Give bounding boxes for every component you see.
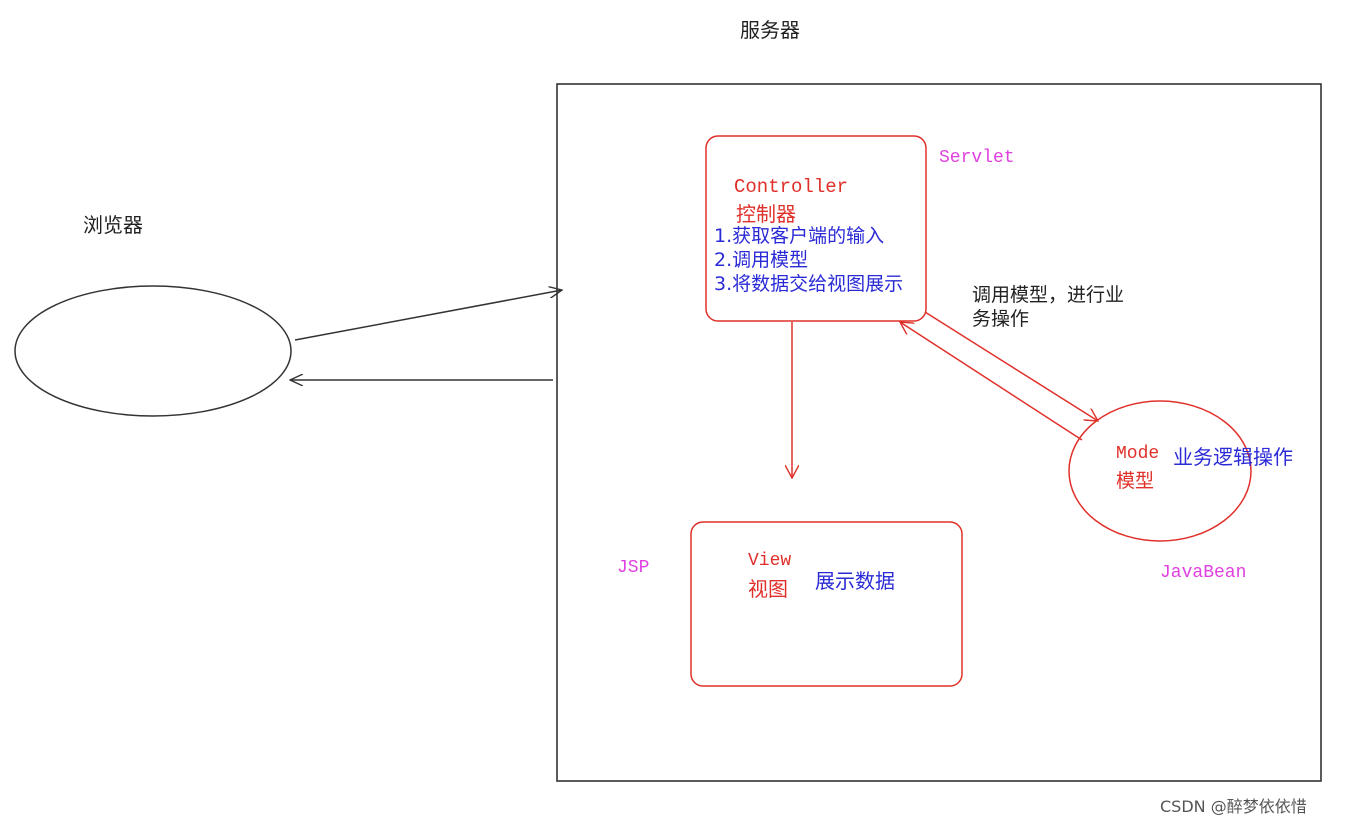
view-box [690,521,963,687]
model-name-cn: 模型 [1116,470,1155,492]
controller-to-model-arrow [924,311,1098,421]
browser-title: 浏览器 [83,213,143,237]
controller-box [705,135,927,322]
view-desc: 展示数据 [815,569,895,593]
model-name-en: Mode [1116,444,1160,464]
controller-name-cn: 控制器 [736,202,796,226]
controller-step: 3.将数据交给视图展示 [714,273,904,295]
request-arrow [294,290,562,341]
model-desc: 业务逻辑操作 [1173,445,1293,469]
server-title: 服务器 [740,18,800,42]
model-to-controller-arrow [900,322,1083,441]
server-box [556,83,1322,782]
controller-steps: 1.获取客户端的输入 2.调用模型 3.将数据交给视图展示 [714,224,903,296]
controller-name-en: Controller [734,176,849,198]
model-call-note-line: 调用模型，进行业 [972,284,1125,306]
controller-step: 1.获取客户端的输入 [714,225,885,247]
model-call-note: 调用模型，进行业 务操作 [972,283,1124,331]
controller-step: 2.调用模型 [714,249,809,271]
view-name-en: View [748,551,792,571]
model-call-note-line: 务操作 [972,308,1030,330]
controller-tech-label: Servlet [939,148,1015,168]
model-tech-label: JavaBean [1160,563,1247,583]
view-tech-label: JSP [617,558,650,578]
view-name-cn: 视图 [748,577,788,601]
browser-ellipse [14,285,292,417]
watermark: CSDN @醉梦依依惜 [1160,797,1307,816]
model-ellipse [1068,400,1252,542]
